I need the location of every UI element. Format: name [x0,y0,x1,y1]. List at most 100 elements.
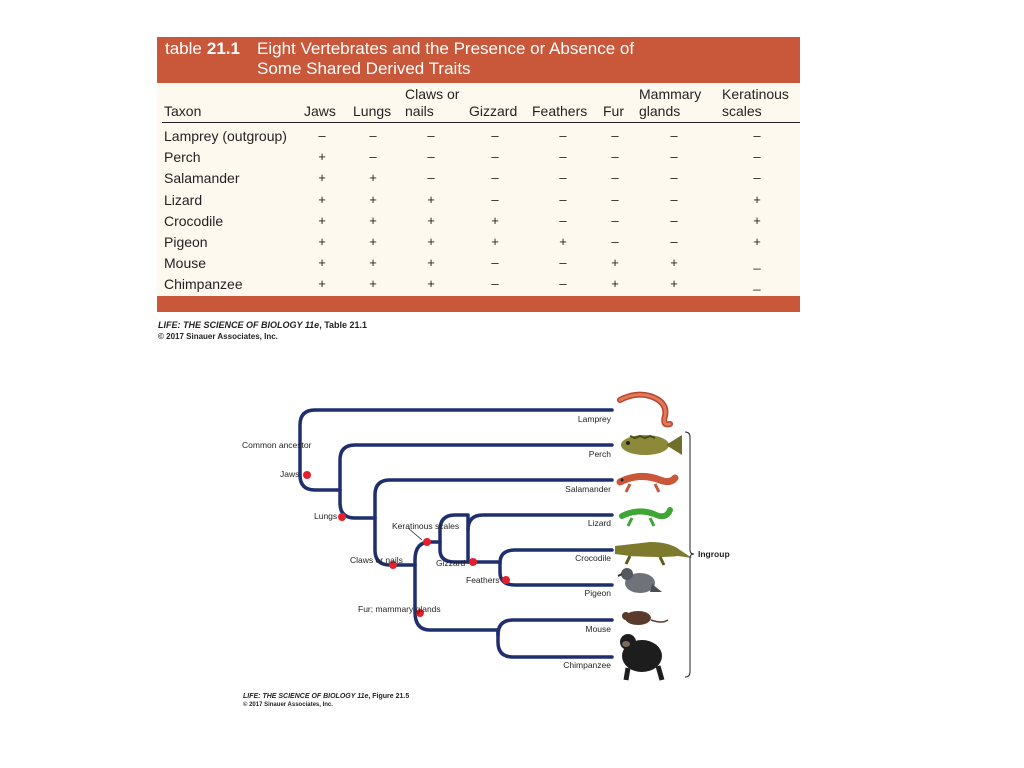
trait-cell: – [491,170,499,186]
trait-cell: – [318,128,326,143]
trait-cell: – [369,149,377,165]
trait-cell: – [491,255,499,271]
tip-label-lizard: Lizard [588,518,611,528]
trait-cell: – [559,170,567,186]
row-taxon: Mouse [164,255,207,272]
trait-dot-feathers [502,576,510,584]
trait-cell: – [427,170,435,186]
row-taxon: Perch [164,149,201,166]
trait-cell: – [670,191,678,207]
trait-cell: + [611,255,619,271]
trait-cell: + [369,212,377,228]
label-jaws: Jaws [280,469,299,479]
table-row: Salamander++–––––– [157,168,800,189]
table-row: Pigeon+++++––+ [157,232,800,253]
column-header-taxon: Taxon [164,103,202,119]
table-credit-title: LIFE: THE SCIENCE OF BIOLOGY 11e [158,320,320,330]
trait-cell: – [670,233,678,249]
branch-perch [338,443,614,492]
tip-label-chimpanzee: Chimpanzee [563,660,611,670]
label-fur: Fur; mammary glands [358,604,441,614]
trait-cell: + [318,255,326,271]
row-taxon: Lamprey (outgroup) [164,128,287,144]
trait-cell: + [427,233,435,249]
column-header-fur: Fur [603,103,624,119]
tip-label-mouse: Mouse [585,624,611,634]
figure-credit: LIFE: THE SCIENCE OF BIOLOGY 11e, Figure… [243,692,409,710]
table-credit-copyright: © 2017 Sinauer Associates, Inc. [158,332,278,341]
column-header-feathers: Feathers [532,103,588,119]
label-lungs: Lungs [314,511,337,521]
trait-cell: – [491,191,499,207]
trait-cell: + [611,276,619,292]
branch-lamprey [298,408,614,477]
branch-lizard [438,513,470,544]
table-body: Lamprey (outgroup) – – – – – – – – Perch + – – – – – – – S… [157,126,800,296]
trait-cell: + [369,276,377,292]
ingroup-bracket [684,431,695,678]
phylogenetic-tree: Common ancestor Jaws Lungs Claws or nail… [242,391,730,681]
table-footer-bar [157,296,800,312]
column-header-mammary: Mammary glands [639,86,702,119]
trait-cell: – [670,128,678,143]
label-gizzard: Gizzard [436,558,466,568]
trait-markers [303,471,510,617]
trait-cell: – [559,191,567,207]
trait-dot-claws [389,561,397,569]
column-headers: Taxon Jaws Lungs Claws or nails Gizzard … [157,83,800,120]
label-keratinous: Keratinous scales [392,521,459,531]
column-header-gizzard: Gizzard [469,103,518,119]
trait-cell: + [318,191,326,207]
trait-cell: – [559,276,567,292]
row-taxon: Pigeon [164,233,208,250]
label-feathers: Feathers [466,575,500,585]
trait-cell: – [611,212,619,228]
branch-mammals [413,563,500,632]
branch-root-jawed [298,473,342,492]
table-title: Eight Vertebrates and the Presence or Ab… [257,39,635,78]
label-claws: Claws or nails [350,555,403,565]
table-row: Crocodile++++–––+ [157,211,800,232]
trait-cell: + [670,255,678,271]
trait-dot-fur [416,609,424,617]
trait-cell: + [369,191,377,207]
branch-lunged [338,488,377,520]
branch-chimpanzee [496,628,614,659]
header-rule [162,122,800,123]
trait-cell: – [611,128,619,143]
column-header-lungs: Lungs [353,103,392,119]
trait-cell: + [670,276,678,292]
trait-cell: + [753,212,761,228]
trait-cell: – [753,170,761,186]
trait-cell: + [369,170,377,186]
trait-cell: + [753,191,761,207]
trait-cell: – [491,149,499,165]
trait-dot-gizzard [469,558,477,566]
trait-cell: + [427,191,435,207]
trait-cell: – [559,255,567,271]
trait-cell: _ [753,276,761,292]
trait-cell: – [670,149,678,165]
trait-cell: – [611,233,619,249]
perch-illustration [621,434,682,455]
tree-branches [298,408,614,659]
lizard-illustration [619,507,673,527]
trait-cell: – [670,212,678,228]
trait-cell: – [611,149,619,165]
tip-label-pigeon: Pigeon [585,588,612,598]
trait-cell: + [559,233,567,249]
table-row: Lizard+++––––+ [157,190,800,211]
table-label-prefix: table [165,39,202,58]
trait-cell: + [318,149,326,165]
row-taxon: Salamander [164,170,240,187]
trait-cell: – [670,170,678,186]
label-common-ancestor: Common ancestor [242,440,312,450]
row-taxon: Lizard [164,191,203,208]
column-header-jaws: Jaws [304,103,336,119]
table-row: Mouse+++––++_ [157,253,800,274]
chimpanzee-illustration [620,634,665,681]
trait-cell: _ [753,255,761,271]
trait-cell: + [491,233,499,249]
branch-lizard-tip [466,513,614,564]
